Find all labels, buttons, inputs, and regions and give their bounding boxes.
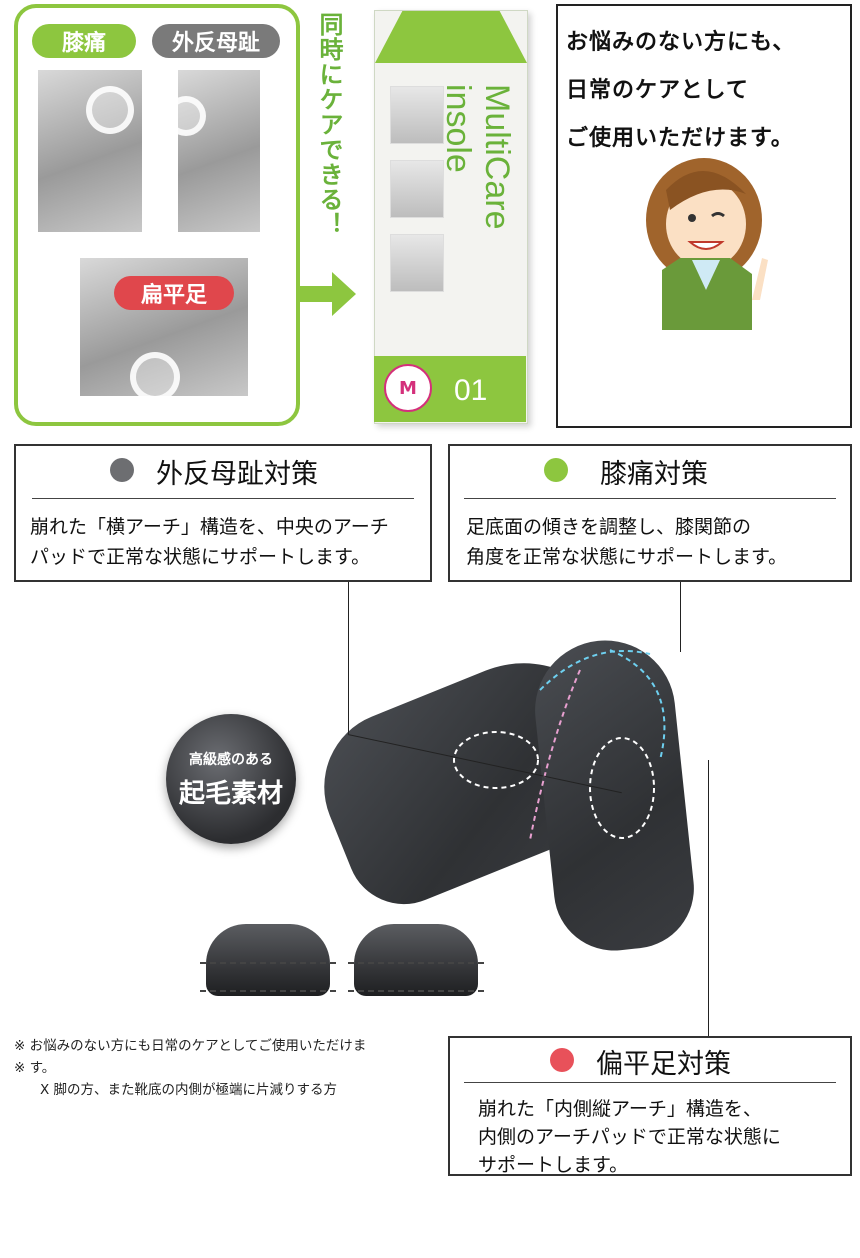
simultaneous-care-text: 同時にケアできる！ (315, 12, 343, 237)
dashed-guide (348, 990, 484, 992)
dashed-guide (200, 990, 336, 992)
bunion-text-line-2: パッドで正常な状態にサポートします。 (30, 546, 371, 568)
flat-foot-marker-icon (130, 352, 180, 402)
leader-line (680, 582, 681, 652)
divider (464, 1082, 836, 1083)
leader-line (348, 582, 349, 734)
heel-view-left-image (206, 924, 330, 996)
flat-foot-text-line-1: 崩れた「内側縦アーチ」構造を、 (478, 1098, 762, 1120)
woman-illustration (646, 158, 768, 330)
bunion-text-line-1: 崩れた「横アーチ」構造を、中央のアーチ (30, 516, 389, 538)
material-badge: 高級感のある 起毛素材 (166, 714, 296, 844)
red-dot-icon (550, 1048, 574, 1072)
knee-marker-icon (86, 86, 134, 134)
bunion-label: 外反母趾 (152, 24, 280, 58)
badge-line-1: 高級感のある (189, 751, 273, 768)
flat-foot-text-line-2: 内側のアーチパッドで正常な状態に (478, 1126, 781, 1148)
flat-foot-info-box (448, 1036, 852, 1176)
package-flatfoot-thumb (390, 234, 444, 292)
bunion-xray-image (178, 70, 260, 232)
divider (464, 498, 836, 499)
dashed-guide (348, 962, 484, 964)
message-box (556, 4, 852, 428)
green-dot-icon (544, 458, 568, 482)
bunion-marker-icon (166, 96, 206, 136)
product-brand: MultiCare insole (439, 84, 516, 230)
flat-foot-label: 扁平足 (114, 276, 234, 310)
gray-dot-icon (110, 458, 134, 482)
knee-info-box (448, 444, 852, 582)
message-line-2: 日常のケアとして (566, 78, 749, 103)
note-line-2: ※ す。 (14, 1060, 56, 1076)
heel-view-right-image (354, 924, 478, 996)
leader-line (708, 760, 709, 1038)
bunion-info-box (14, 444, 432, 582)
note-line-1: ※ お悩みのない方にも日常のケアとしてご使用いただけま (14, 1038, 367, 1054)
knee-pain-label: 膝痛 (32, 24, 136, 58)
right-arrow-icon (296, 272, 356, 316)
knee-text-line-1: 足底面の傾きを調整し、膝関節の (466, 516, 752, 538)
flat-foot-text-line-3: サポートします。 (478, 1154, 629, 1176)
package-knee-thumb (390, 86, 444, 144)
knee-text-line-2: 角度を正常な状態にサポートします。 (466, 546, 788, 568)
flat-foot-title: 偏平足対策 (596, 1049, 731, 1080)
dashed-guide (200, 962, 336, 964)
note-line-3: X 脚の方、また靴底の内側が極端に片減りする方 (40, 1082, 338, 1098)
product-number: 01 (454, 374, 488, 407)
arch-pad-outlines (453, 649, 666, 841)
size-badge: M (384, 364, 432, 412)
badge-line-2: 起毛素材 (178, 778, 283, 809)
message-line-3: ご使用いただけます。 (566, 126, 794, 151)
knee-title: 膝痛対策 (600, 459, 708, 490)
message-line-1: お悩みのない方にも、 (566, 30, 796, 55)
product-package (374, 10, 528, 424)
bunion-title: 外反母趾対策 (156, 459, 318, 490)
package-bunion-thumb (390, 160, 444, 218)
divider (32, 498, 414, 499)
